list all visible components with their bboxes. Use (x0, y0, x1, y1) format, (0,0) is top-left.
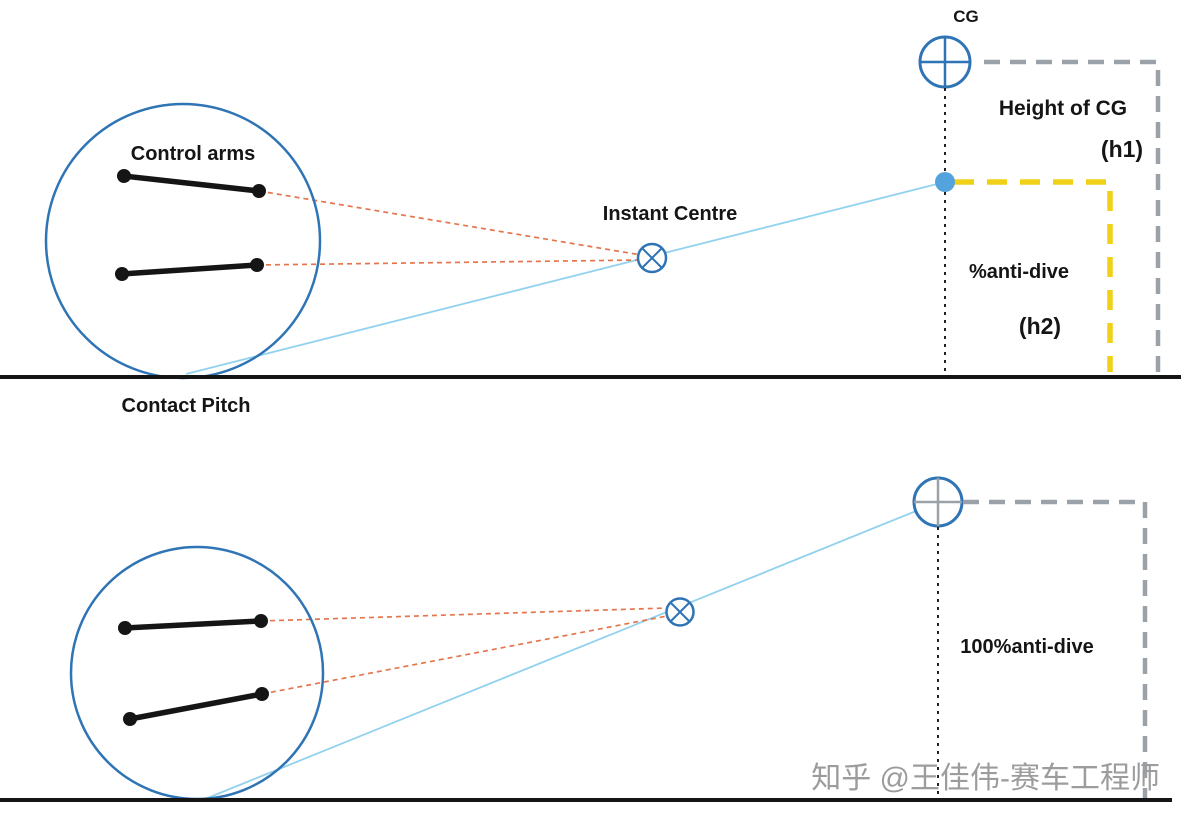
wheel-circle (69, 545, 325, 801)
h2-label: (h2) (1019, 313, 1061, 339)
cg-label: CG (953, 7, 979, 26)
upper-arm-projection-line (260, 607, 668, 622)
lower-arm-projection-line (256, 259, 642, 266)
instant-centre-marker (636, 242, 668, 274)
top-diagram: Control arms Instant Centre CG (0, 7, 1181, 417)
upper-control-arm (121, 173, 262, 194)
lower-control-arm (119, 262, 260, 277)
anti-dive-percent-label: %anti-dive (969, 261, 1069, 283)
watermark: 知乎 @王佳伟-赛车工程师 (811, 762, 1160, 795)
bottom-diagram: 100%anti-dive (0, 476, 1172, 802)
gray-dashed-line (963, 499, 1148, 798)
upper-control-arm (122, 618, 264, 631)
arm-endpoint-dot (123, 712, 137, 726)
instant-centre-label: Instant Centre (603, 203, 737, 225)
instant-centre-x-stroke (670, 602, 690, 622)
swing-line-intersection-dot (935, 172, 955, 192)
arm-endpoint-dot (254, 614, 268, 628)
control-arms-label: Control arms (131, 143, 255, 165)
cg-marker (912, 476, 964, 528)
instant-centre-x-stroke (641, 247, 663, 269)
lower-control-arm (127, 691, 265, 722)
cg-marker (918, 35, 972, 89)
height-of-cg-label: Height of CG (999, 97, 1127, 120)
contact-pitch-label: Contact Pitch (122, 395, 251, 417)
swing-line (204, 510, 917, 800)
arm-endpoint-dot (118, 621, 132, 635)
upper-arm-projection-line (258, 190, 642, 256)
anti-dive-100-label: 100%anti-dive (960, 636, 1093, 658)
arm-endpoint-dot (250, 258, 264, 272)
h2-yellow-dashed-line (954, 179, 1113, 372)
arm-endpoint-dot (115, 267, 129, 281)
arm-endpoint-dot (117, 169, 131, 183)
lower-arm-projection-line (261, 615, 668, 695)
arm-endpoint-dot (252, 184, 266, 198)
instant-centre-marker (665, 597, 695, 627)
h1-gray-dashed-line (984, 59, 1161, 374)
h1-label: (h1) (1101, 136, 1143, 162)
arm-endpoint-dot (255, 687, 269, 701)
swing-line (185, 181, 946, 375)
